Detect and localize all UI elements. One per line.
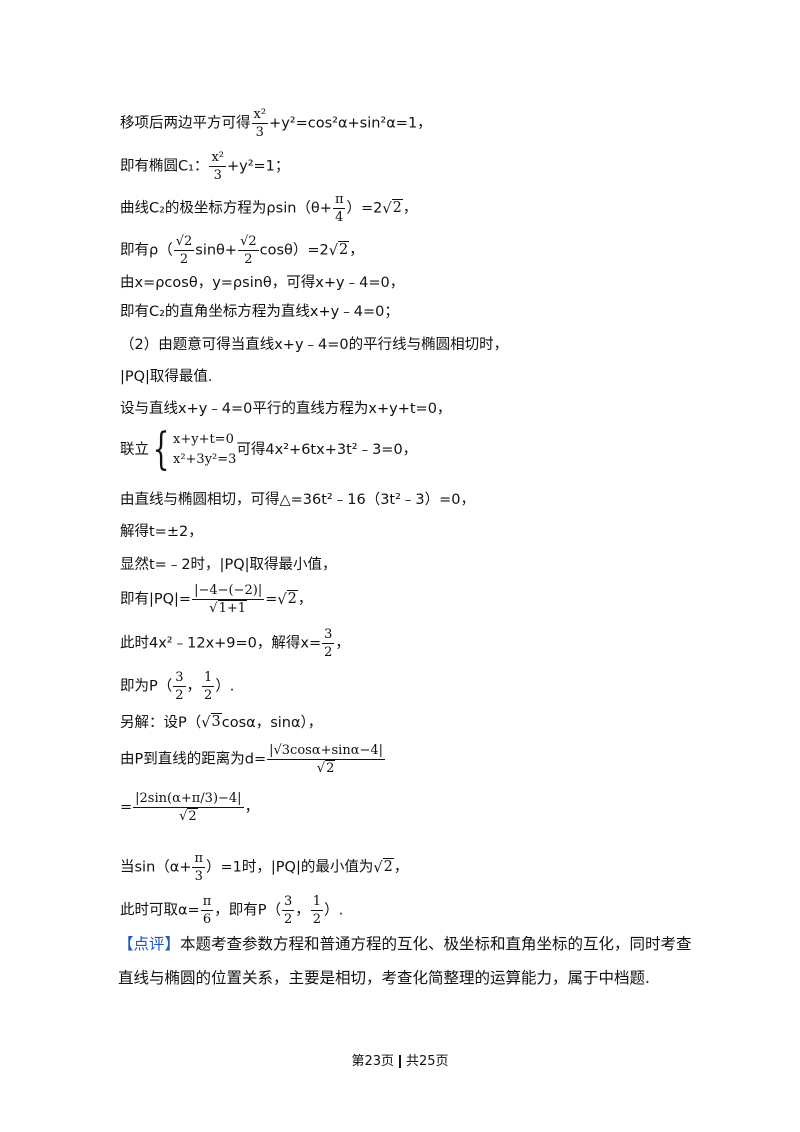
solution-line-8: |PQ|取得最值. [120, 369, 213, 385]
fraction: |−4−(−2)|√1+1 [192, 583, 265, 616]
solution-line-7: （2）由题意可得当直线x+y﹣4=0的平行线与椭圆相切时， [120, 337, 509, 353]
solution-line-9: 设与直线x+y﹣4=0平行的直线方程为x+y+t=0， [120, 401, 452, 417]
solution-line-11: 由直线与椭圆相切，可得△=36t²﹣16（3t²﹣3）=0， [120, 492, 476, 508]
page-number: 第23页 [351, 1054, 394, 1069]
square-root: √2 [316, 760, 336, 776]
solution-line-12: 解得t=±2， [120, 524, 203, 540]
solution-line-5: 由x=ρcosθ，y=ρsinθ，可得x+y﹣4=0， [120, 275, 405, 291]
square-root: √2 [277, 589, 298, 608]
solution-line-13: 显然t=﹣2时，|PQ|取得最小值， [120, 557, 337, 573]
review-tag: 【点评】 [118, 935, 181, 953]
review-text: 本题考查参数方程和普通方程的互化、极坐标和直角坐标的互化，同时考查直线与椭圆的位… [118, 935, 692, 987]
square-root: √1+1 [209, 600, 247, 616]
solution-line-14: 即有|PQ|=|−4−(−2)|√1+1=√2， [120, 583, 313, 616]
review-paragraph: 【点评】本题考查参数方程和普通方程的互化、极坐标和直角坐标的互化，同时考查直线与… [118, 927, 698, 995]
solution-line-6: 即有C₂的直角坐标方程为直线x+y﹣4=0； [120, 304, 399, 320]
square-root: √3 [201, 713, 222, 731]
page-footer: 第23页共25页 [0, 1050, 800, 1069]
footer-divider [399, 1055, 401, 1068]
square-root: √2 [373, 857, 394, 876]
square-root: √2 [328, 240, 350, 259]
fraction: |2sin(α+π/3)−4|√2 [133, 791, 244, 824]
solution-line-19: =|2sin(α+π/3)−4|√2， [120, 791, 260, 824]
solution-line-18: 由P到直线的距离为d=|√3cosα+sinα−4|√2 [120, 743, 386, 776]
fraction: |√3cosα+sinα−4|√2 [267, 743, 386, 776]
page-total: 共25页 [406, 1054, 449, 1069]
square-root: √2 [179, 808, 198, 824]
square-root: √2 [382, 198, 403, 217]
